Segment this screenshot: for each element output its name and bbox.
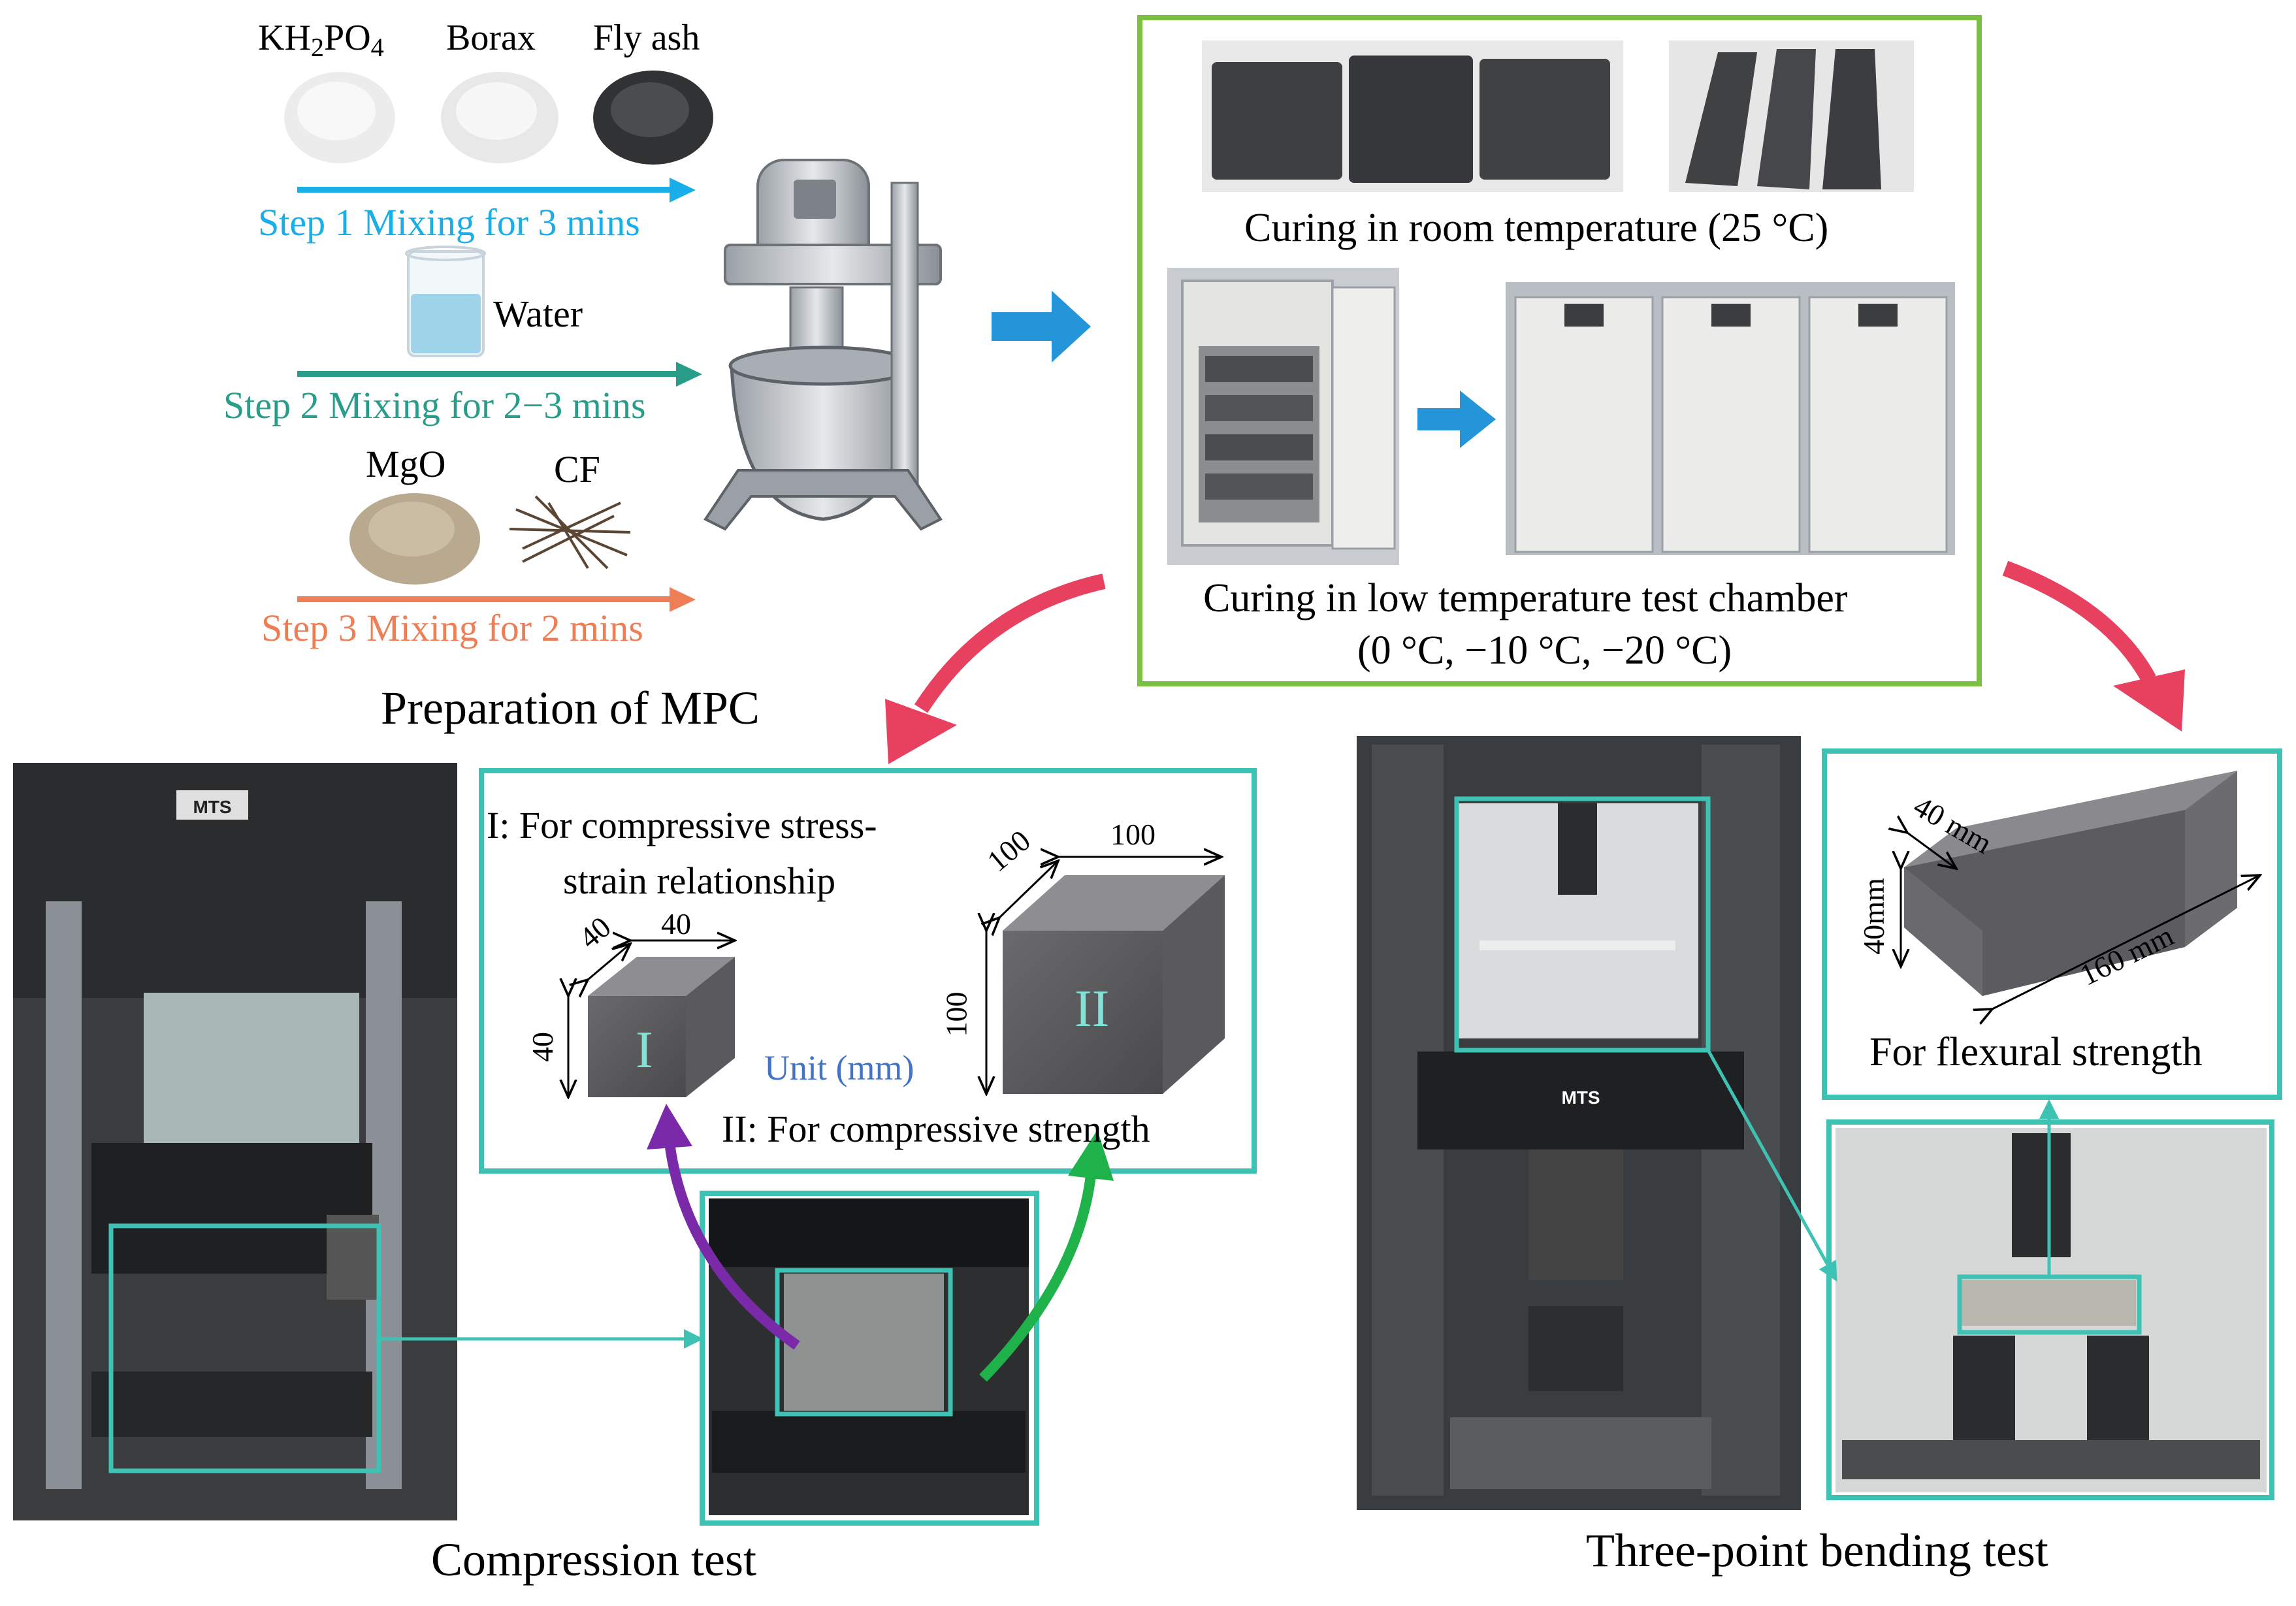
- step1-arrow-line: [297, 187, 670, 193]
- specimen-i-label-2: strain relationship: [563, 859, 836, 902]
- prism-dim-height: 40mm: [1856, 878, 1890, 955]
- bending-machine-photo: [1357, 736, 1801, 1510]
- compression-machine-photo: [13, 763, 457, 1520]
- red-arrowhead-left: [885, 699, 957, 764]
- zoom-connector-bending: [1706, 1049, 1837, 1282]
- unit-label: Unit (mm): [764, 1048, 914, 1087]
- carbon-fiber-image: [509, 495, 631, 570]
- step1-label: Step 1 Mixing for 3 mins: [258, 201, 640, 244]
- bending-machine-brand: MTS: [1561, 1087, 1600, 1108]
- bending-zone-frame: [1454, 796, 1711, 1053]
- cube-large: [1003, 875, 1225, 1094]
- cube-small-dimension-lines: [568, 940, 735, 1097]
- specimen-frame: [775, 1268, 953, 1417]
- prism-specimens-photo: [1669, 40, 1914, 192]
- brand-text-right: MTS: [1561, 1087, 1600, 1108]
- curing-frame: [1137, 15, 1982, 686]
- large-dim-height: 100: [939, 991, 973, 1037]
- caption-compression: Compression test: [431, 1534, 756, 1586]
- step2-label: Step 2 Mixing for 2−3 mins: [223, 384, 646, 426]
- small-dim-top: 40: [661, 907, 691, 940]
- fly-ash-powder-image: [593, 71, 713, 165]
- cube-specimens-photo: [1202, 40, 1623, 192]
- flow-arrow-prep-to-curing: [992, 291, 1091, 362]
- label-kh2po4: KH2PO4: [258, 18, 384, 63]
- cube-large-dimension-lines: [986, 857, 1221, 1094]
- borax-powder-image: [441, 72, 558, 163]
- prism-dimension-lines: [1901, 833, 2260, 1009]
- flexural-label: For flexural strength: [1869, 1030, 2203, 1074]
- green-arrowhead: [1068, 1130, 1114, 1181]
- red-arrow-to-compression: [914, 573, 1106, 713]
- curing-room-label: Curing in room temperature (25 °C): [1244, 206, 1829, 250]
- step3-arrow-head: [670, 587, 696, 612]
- label-mgo: MgO: [366, 443, 446, 485]
- specimen-ii-label: II: For compressive strength: [722, 1108, 1150, 1150]
- step2-arrow-head: [676, 362, 702, 387]
- step3-label: Step 3 Mixing for 2 mins: [261, 607, 643, 649]
- chambers-row-photo: [1506, 282, 1955, 555]
- small-dim-height: 40: [526, 1032, 559, 1062]
- compression-closeup-photo: [709, 1198, 1029, 1515]
- step3-arrow-line: [297, 596, 670, 602]
- label-fly-ash: Fly ash: [593, 18, 700, 58]
- step2-arrow-line: [297, 371, 676, 377]
- mixer-image: [703, 159, 943, 531]
- bending-closeup-photo: [1835, 1128, 2267, 1492]
- step1-arrow-head: [670, 178, 696, 202]
- flow-arrow-chamber: [1417, 391, 1496, 448]
- large-dim-top: 100: [1110, 818, 1156, 851]
- caption-bending: Three-point bending test: [1586, 1524, 2048, 1577]
- label-cf: CF: [554, 448, 600, 490]
- label-borax: Borax: [446, 18, 536, 58]
- curing-low-label-2: (0 °C, −10 °C, −20 °C): [1357, 628, 1732, 673]
- cube-small-numeral: I: [636, 1021, 653, 1079]
- label-water: Water: [493, 293, 583, 335]
- red-arrowhead-right: [2113, 669, 2185, 731]
- cube-large-numeral: II: [1075, 980, 1110, 1038]
- water-beaker-image: [405, 246, 486, 357]
- mgo-powder-image: [349, 493, 480, 585]
- purple-arrow: [664, 1142, 800, 1350]
- specimen-i-label-1: I: For compressive stress-: [487, 804, 877, 846]
- curing-low-label-1: Curing in low temperature test chamber: [1203, 576, 1848, 620]
- compression-zone-frame: [108, 1223, 381, 1473]
- brand-text-left: MTS: [193, 797, 231, 817]
- kh2po4-powder-image: [284, 72, 395, 163]
- red-arrow-to-bending: [2002, 560, 2156, 683]
- purple-arrowhead: [647, 1104, 692, 1149]
- compression-machine-brand: MTS: [193, 797, 231, 817]
- prep-title: Preparation of MPC: [381, 682, 760, 734]
- green-arrow: [979, 1175, 1096, 1382]
- compression-closeup-frame: [700, 1191, 1039, 1526]
- open-chamber-photo: [1167, 268, 1399, 565]
